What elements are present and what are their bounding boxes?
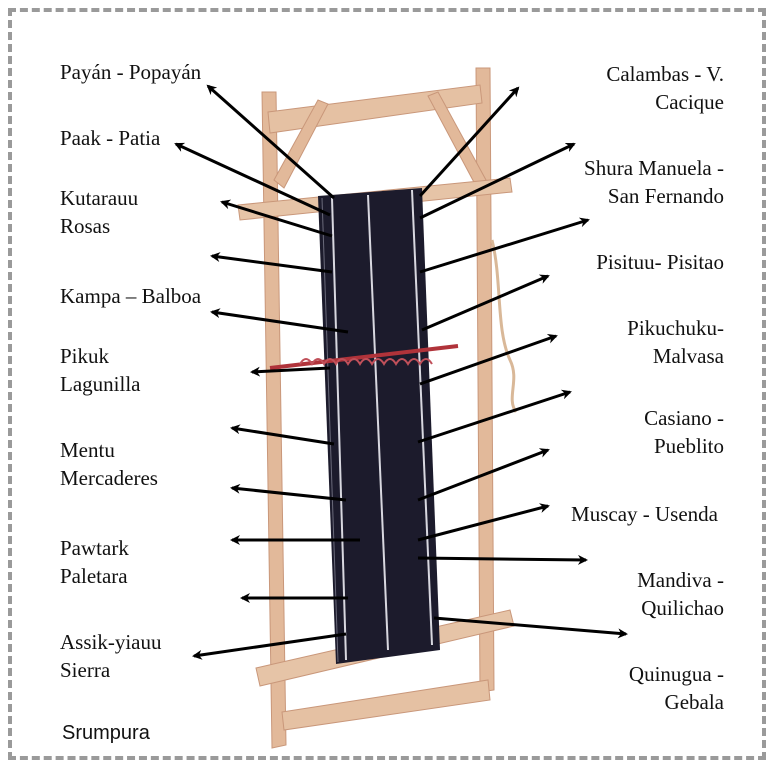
- left-label: PikukLagunilla: [60, 342, 140, 398]
- left-label: PawtarkPaletara: [60, 534, 129, 590]
- pointer-arrow: [232, 428, 334, 444]
- pointer-arrow: [418, 392, 570, 442]
- left-label: Paak - Patia: [60, 124, 160, 152]
- right-label: Calambas - V.Cacique: [606, 60, 724, 116]
- right-post: [476, 68, 494, 692]
- pointer-arrow: [420, 144, 574, 218]
- right-label: Shura Manuela -San Fernando: [584, 154, 724, 210]
- woven-fabric: [318, 188, 440, 664]
- pointer-arrow: [252, 368, 330, 372]
- left-label: Assik-yiauuSierra: [60, 628, 162, 684]
- right-label: Quinugua -Gebala: [629, 660, 724, 716]
- right-label: Pikuchuku-Malvasa: [627, 314, 724, 370]
- left-label: Payán - Popayán: [60, 58, 201, 86]
- left-label: Kampa – Balboa: [60, 282, 201, 310]
- side-cord: [492, 240, 516, 412]
- right-label: Mandiva -Quilichao: [637, 566, 724, 622]
- right-label: Muscay - Usenda: [571, 500, 718, 528]
- pointer-arrow: [232, 488, 346, 500]
- left-label: MentuMercaderes: [60, 436, 158, 492]
- right-label: Pisituu- Pisitao: [596, 248, 724, 276]
- bottom-beam: [282, 680, 490, 730]
- right-label: Casiano -Pueblito: [644, 404, 724, 460]
- left-label: KutarauuRosas: [60, 184, 138, 240]
- pointer-arrow: [420, 220, 588, 272]
- figure-caption: Srumpura: [62, 722, 150, 745]
- pointer-arrow: [418, 558, 586, 560]
